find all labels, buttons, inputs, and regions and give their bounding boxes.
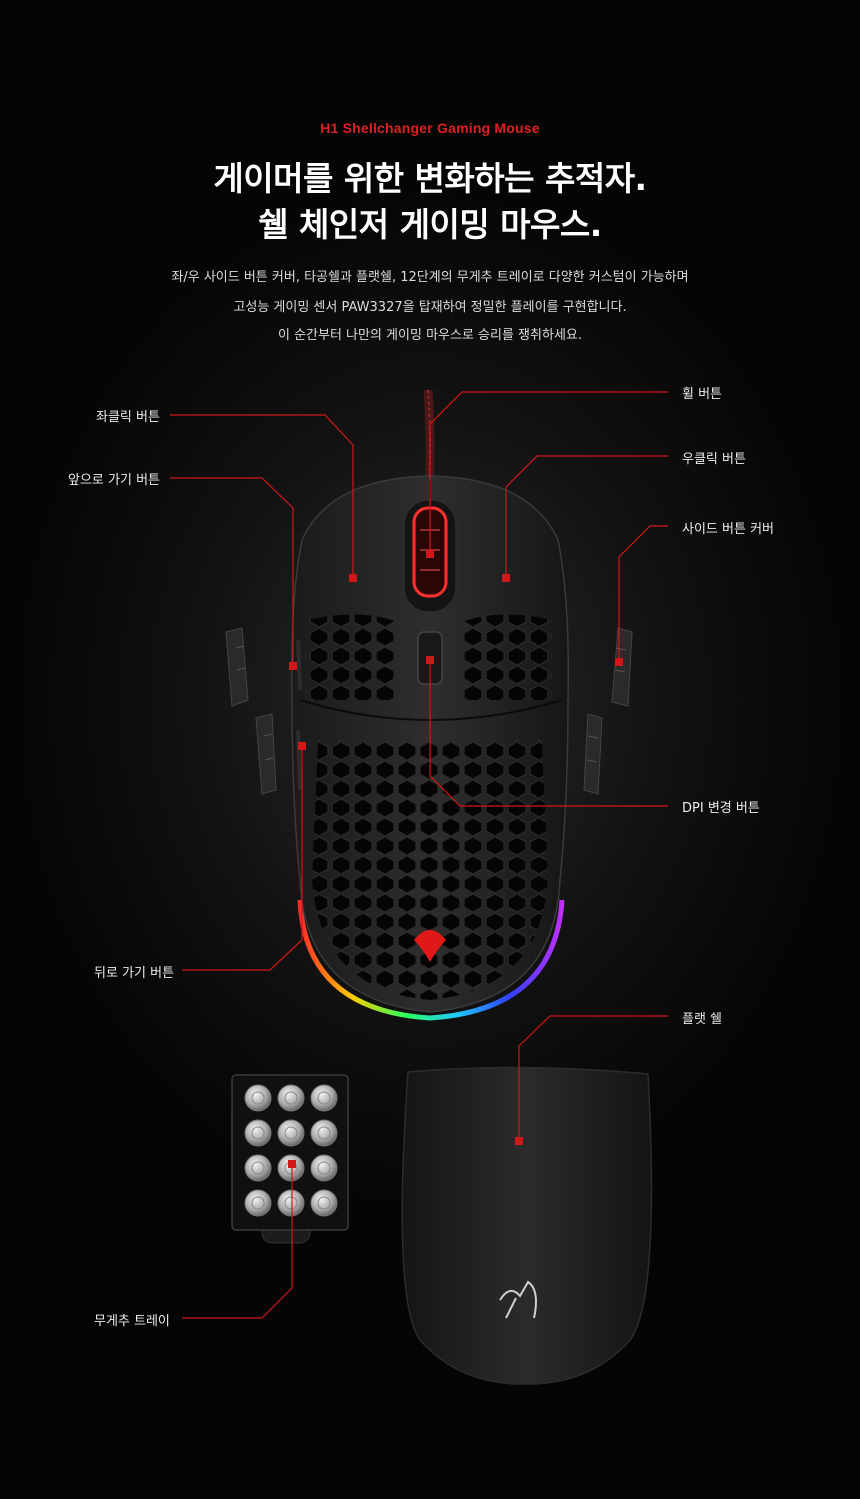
weight-tray	[231, 1074, 349, 1244]
left-side-cover-rear	[255, 713, 277, 795]
right-side-cover-rear	[583, 713, 603, 795]
weight-disc	[277, 1119, 305, 1147]
callout-side-cover: 사이드 버튼 커버	[682, 522, 774, 537]
description-line-1: 좌/우 사이드 버튼 커버, 타공쉘과 플랫쉘, 12단계의 무게추 트레이로 …	[171, 270, 689, 285]
description-line-3: 이 순간부터 나만의 게이밍 마우스로 승리를 쟁취하세요.	[277, 328, 582, 343]
weight-disc	[244, 1189, 272, 1217]
callout-right-click: 우클릭 버튼	[682, 452, 746, 467]
description-line-2: 고성능 게이밍 센서 PAW3327을 탑재하여 정밀한 플레이를 구현합니다.	[233, 300, 627, 315]
weight-disc-center	[317, 1161, 331, 1175]
weight-disc-center	[284, 1196, 298, 1210]
weight-disc-center	[251, 1126, 265, 1140]
callout-weight-tray: 무게추 트레이	[94, 1314, 170, 1329]
callout-forward-button: 앞으로 가기 버튼	[68, 473, 160, 488]
callout-lines	[170, 391, 668, 1319]
weight-disc-center	[317, 1091, 331, 1105]
weight-disc-center	[284, 1091, 298, 1105]
product-subtitle: H1 Shellchanger Gaming Mouse	[320, 120, 540, 136]
brand-logo-icon	[414, 930, 446, 962]
weight-disc	[244, 1154, 272, 1182]
callout-markers	[288, 550, 623, 1168]
flat-shell	[401, 1066, 653, 1385]
weight-disc	[310, 1119, 338, 1147]
callout-dpi-button: DPI 변경 버튼	[682, 801, 760, 816]
right-side-cover-front	[611, 627, 633, 707]
weight-disc	[244, 1084, 272, 1112]
weight-disc	[310, 1154, 338, 1182]
weight-disc-center	[251, 1196, 265, 1210]
weight-disc	[310, 1189, 338, 1217]
weight-disc-center	[317, 1196, 331, 1210]
flat-shell-logo-icon	[499, 1280, 537, 1319]
callout-back-button: 뒤로 가기 버튼	[94, 966, 175, 981]
rgb-light-strip	[297, 899, 565, 1021]
headline-line-1: 게이머를 위한 변화하는 추적자.	[213, 159, 647, 198]
weight-disc-center	[251, 1091, 265, 1105]
weight-disc	[277, 1084, 305, 1112]
left-side-cover-front	[225, 627, 249, 707]
weight-disc-center	[251, 1161, 265, 1175]
weight-disc	[310, 1084, 338, 1112]
weight-disc	[244, 1119, 272, 1147]
weight-disc-center	[317, 1126, 331, 1140]
weight-disc	[277, 1189, 305, 1217]
callout-wheel-button: 휠 버튼	[682, 387, 723, 402]
weight-disc-center	[284, 1126, 298, 1140]
callout-left-click: 좌클릭 버튼	[96, 410, 160, 425]
callout-flat-shell: 플랫 쉘	[682, 1012, 723, 1027]
headline-line-2: 쉘 체인저 게이밍 마우스.	[258, 205, 602, 244]
